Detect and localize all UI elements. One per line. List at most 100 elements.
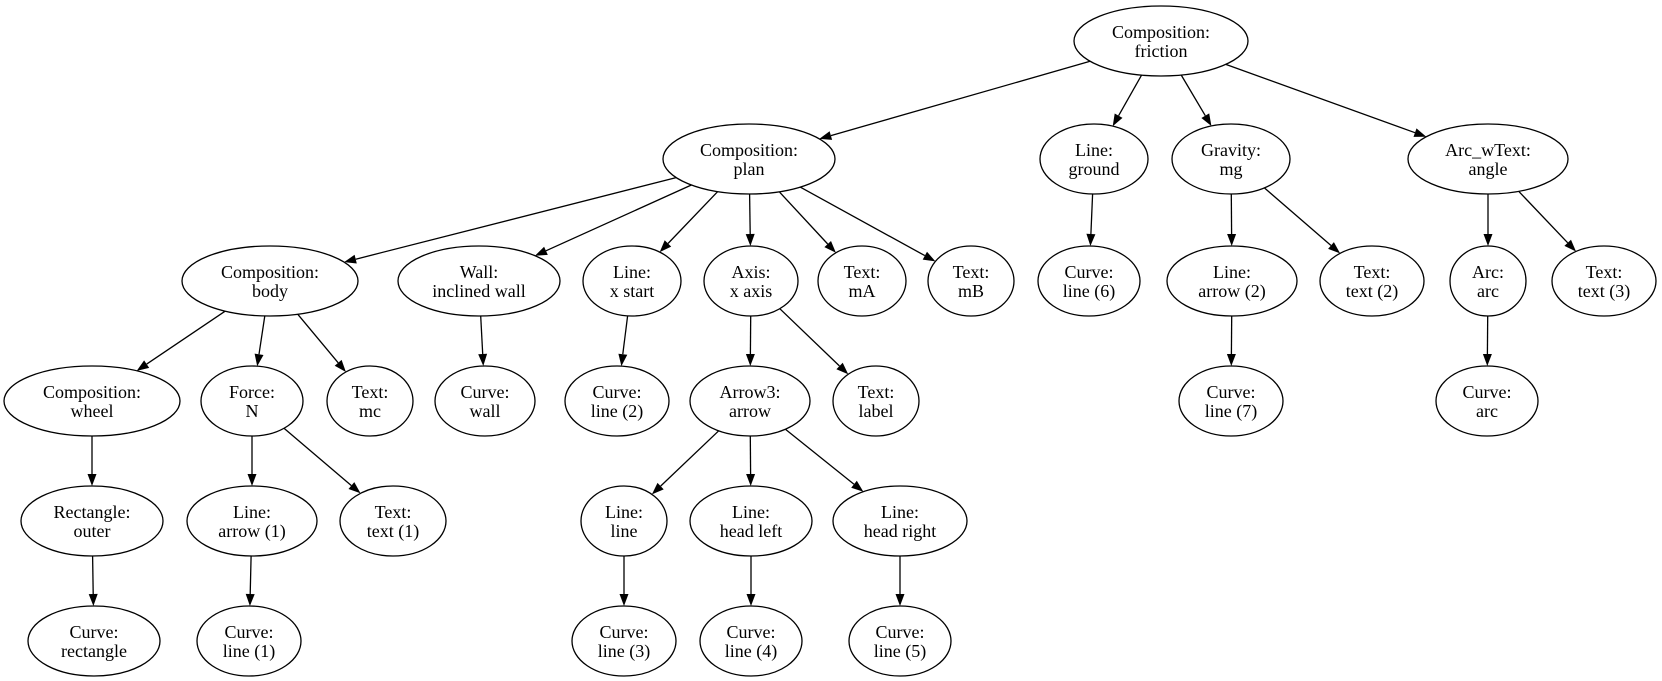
arrowhead-icon — [1201, 113, 1212, 126]
node-ellipse — [1178, 365, 1284, 437]
node-label-line: Text: — [844, 262, 881, 282]
node-ellipse — [186, 485, 318, 557]
node-ellipse — [3, 365, 181, 437]
node-label-line: rectangle — [61, 641, 127, 661]
arrowhead-icon — [746, 594, 756, 606]
arrowhead-icon — [254, 353, 264, 367]
node-label-line: Composition: — [700, 140, 798, 160]
node-ellipse — [200, 365, 304, 437]
node-label-line: Text: — [1586, 262, 1623, 282]
edge-plan-to-body — [344, 176, 677, 264]
node-label-line: Force: — [229, 382, 275, 402]
node-ellipse — [832, 485, 968, 557]
node-ellipse — [27, 605, 161, 677]
node-ellipse — [1407, 123, 1569, 195]
node-curve-arc: Curve:arc — [1435, 365, 1539, 437]
edge-plan-to-text-mb — [799, 186, 936, 262]
arrowhead-icon — [478, 353, 488, 366]
edge-body-to-wheel — [136, 310, 226, 371]
node-label-line: line (5) — [874, 641, 926, 662]
node-label-line: arc — [1477, 281, 1499, 301]
node-label-line: N — [246, 401, 259, 421]
node-ellipse — [1319, 245, 1425, 317]
node-inclined-wall: Wall:inclined wall — [397, 245, 561, 317]
arrowhead-icon — [1227, 234, 1237, 246]
node-curve-rectangle: Curve:rectangle — [27, 605, 161, 677]
edge-plan-to-inclined-wall — [535, 184, 692, 256]
arrowhead-icon — [618, 353, 628, 367]
node-ellipse — [1166, 245, 1298, 317]
node-ellipse — [1435, 365, 1539, 437]
node-label-line: line (7) — [1205, 401, 1257, 422]
node-curve-wall: Curve:wall — [434, 365, 536, 437]
edge-wheel-to-rect-outer — [87, 436, 97, 486]
edge-line-line-to-curve-line3 — [619, 556, 629, 606]
edge-ground-to-curve-line6 — [1086, 193, 1096, 246]
arrowhead-icon — [136, 360, 150, 371]
arrowhead-icon — [245, 593, 255, 606]
node-label-line: Arc_wText: — [1445, 140, 1531, 160]
edge-friction-to-plan — [819, 60, 1091, 140]
edge-line — [660, 430, 720, 487]
node-label-line: wall — [470, 401, 501, 421]
node-label-line: Line: — [732, 502, 770, 522]
node-label-line: angle — [1469, 159, 1508, 179]
arrowhead-icon — [1112, 113, 1123, 127]
node-text-mb: Text:mB — [927, 245, 1015, 317]
node-label-line: Arrow3: — [720, 382, 781, 402]
node-ellipse — [1037, 245, 1141, 317]
node-text-mc: Text:mc — [326, 365, 414, 437]
node-label-line: Curve: — [876, 622, 925, 642]
arrowhead-icon — [88, 593, 98, 606]
node-arc-arc: Arc:arc — [1449, 245, 1527, 317]
node-label-line: arrow (1) — [218, 521, 285, 542]
node-label-line: Line: — [1213, 262, 1251, 282]
edge-line — [667, 191, 719, 244]
edge-x-start-to-curve-line2 — [618, 315, 629, 367]
node-text-label: Text:label — [832, 365, 920, 437]
node-ellipse — [1073, 5, 1249, 77]
edge-arc-wtext-angle-to-arc-arc — [1483, 194, 1493, 246]
node-force-n: Force:N — [200, 365, 304, 437]
node-label-line: plan — [734, 159, 765, 179]
edge-line — [545, 184, 692, 252]
node-gravity-mg: Gravity:mg — [1171, 123, 1291, 195]
node-label-line: wheel — [71, 401, 114, 421]
node-curve-line6: Curve:line (6) — [1037, 245, 1141, 317]
node-label-line: Gravity: — [1201, 140, 1261, 160]
edge-line — [1180, 74, 1206, 117]
edge-line — [355, 176, 677, 260]
node-label-line: mg — [1219, 159, 1242, 179]
arrowhead-icon — [851, 480, 864, 492]
node-ellipse — [582, 245, 682, 317]
arrowhead-icon — [1086, 233, 1096, 246]
arrowhead-icon — [836, 362, 849, 375]
edge-arc-wtext-angle-to-text-text3 — [1518, 190, 1576, 252]
node-curve-line2: Curve:line (2) — [564, 365, 670, 437]
edge-line — [1090, 193, 1094, 235]
edge-line — [480, 315, 484, 355]
edge-friction-to-arc-wtext-angle — [1225, 63, 1427, 137]
node-ellipse — [1171, 123, 1291, 195]
arrowhead-icon — [746, 474, 756, 486]
node-body: Composition:body — [181, 245, 359, 317]
edge-friction-to-ground — [1112, 74, 1143, 127]
arrowhead-icon — [922, 251, 936, 262]
node-label-line: mB — [958, 281, 984, 301]
arrowhead-icon — [819, 131, 833, 140]
node-x-axis: Axis:x axis — [703, 245, 799, 317]
arrowhead-icon — [334, 359, 346, 372]
node-text-text2: Text:text (2) — [1319, 245, 1425, 317]
arrowhead-icon — [87, 474, 97, 486]
node-label-line: line (2) — [591, 401, 643, 422]
node-label-line: Curve: — [1065, 262, 1114, 282]
node-label-line: Text: — [1354, 262, 1391, 282]
node-label-line: arrow (2) — [1198, 281, 1265, 302]
node-ellipse — [580, 485, 668, 557]
node-line-arrow1: Line:arrow (1) — [186, 485, 318, 557]
node-label-line: line (6) — [1063, 281, 1115, 302]
arrowhead-icon — [1328, 242, 1341, 254]
node-label-line: Curve: — [225, 622, 274, 642]
edge-body-to-force-n — [254, 315, 266, 367]
